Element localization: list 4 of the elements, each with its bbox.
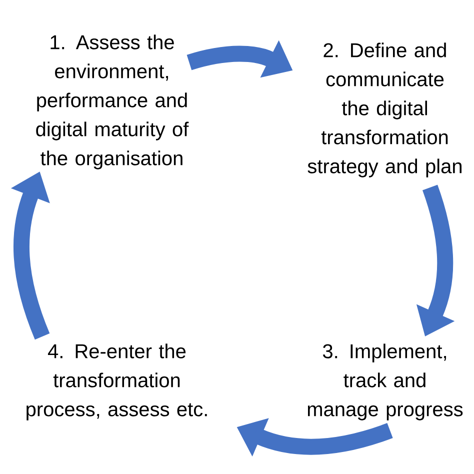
step-text: 2. Define and communicate the digital transformation strategy and plan xyxy=(308,42,462,178)
step-text: 3. Implement, track and manage progress xyxy=(308,344,463,420)
step-text: 4. Re-enter the transformation process, assess etc. xyxy=(26,344,207,420)
step-text: 1. Assess the environment, performance and digital maturity of the organisation xyxy=(36,34,189,170)
